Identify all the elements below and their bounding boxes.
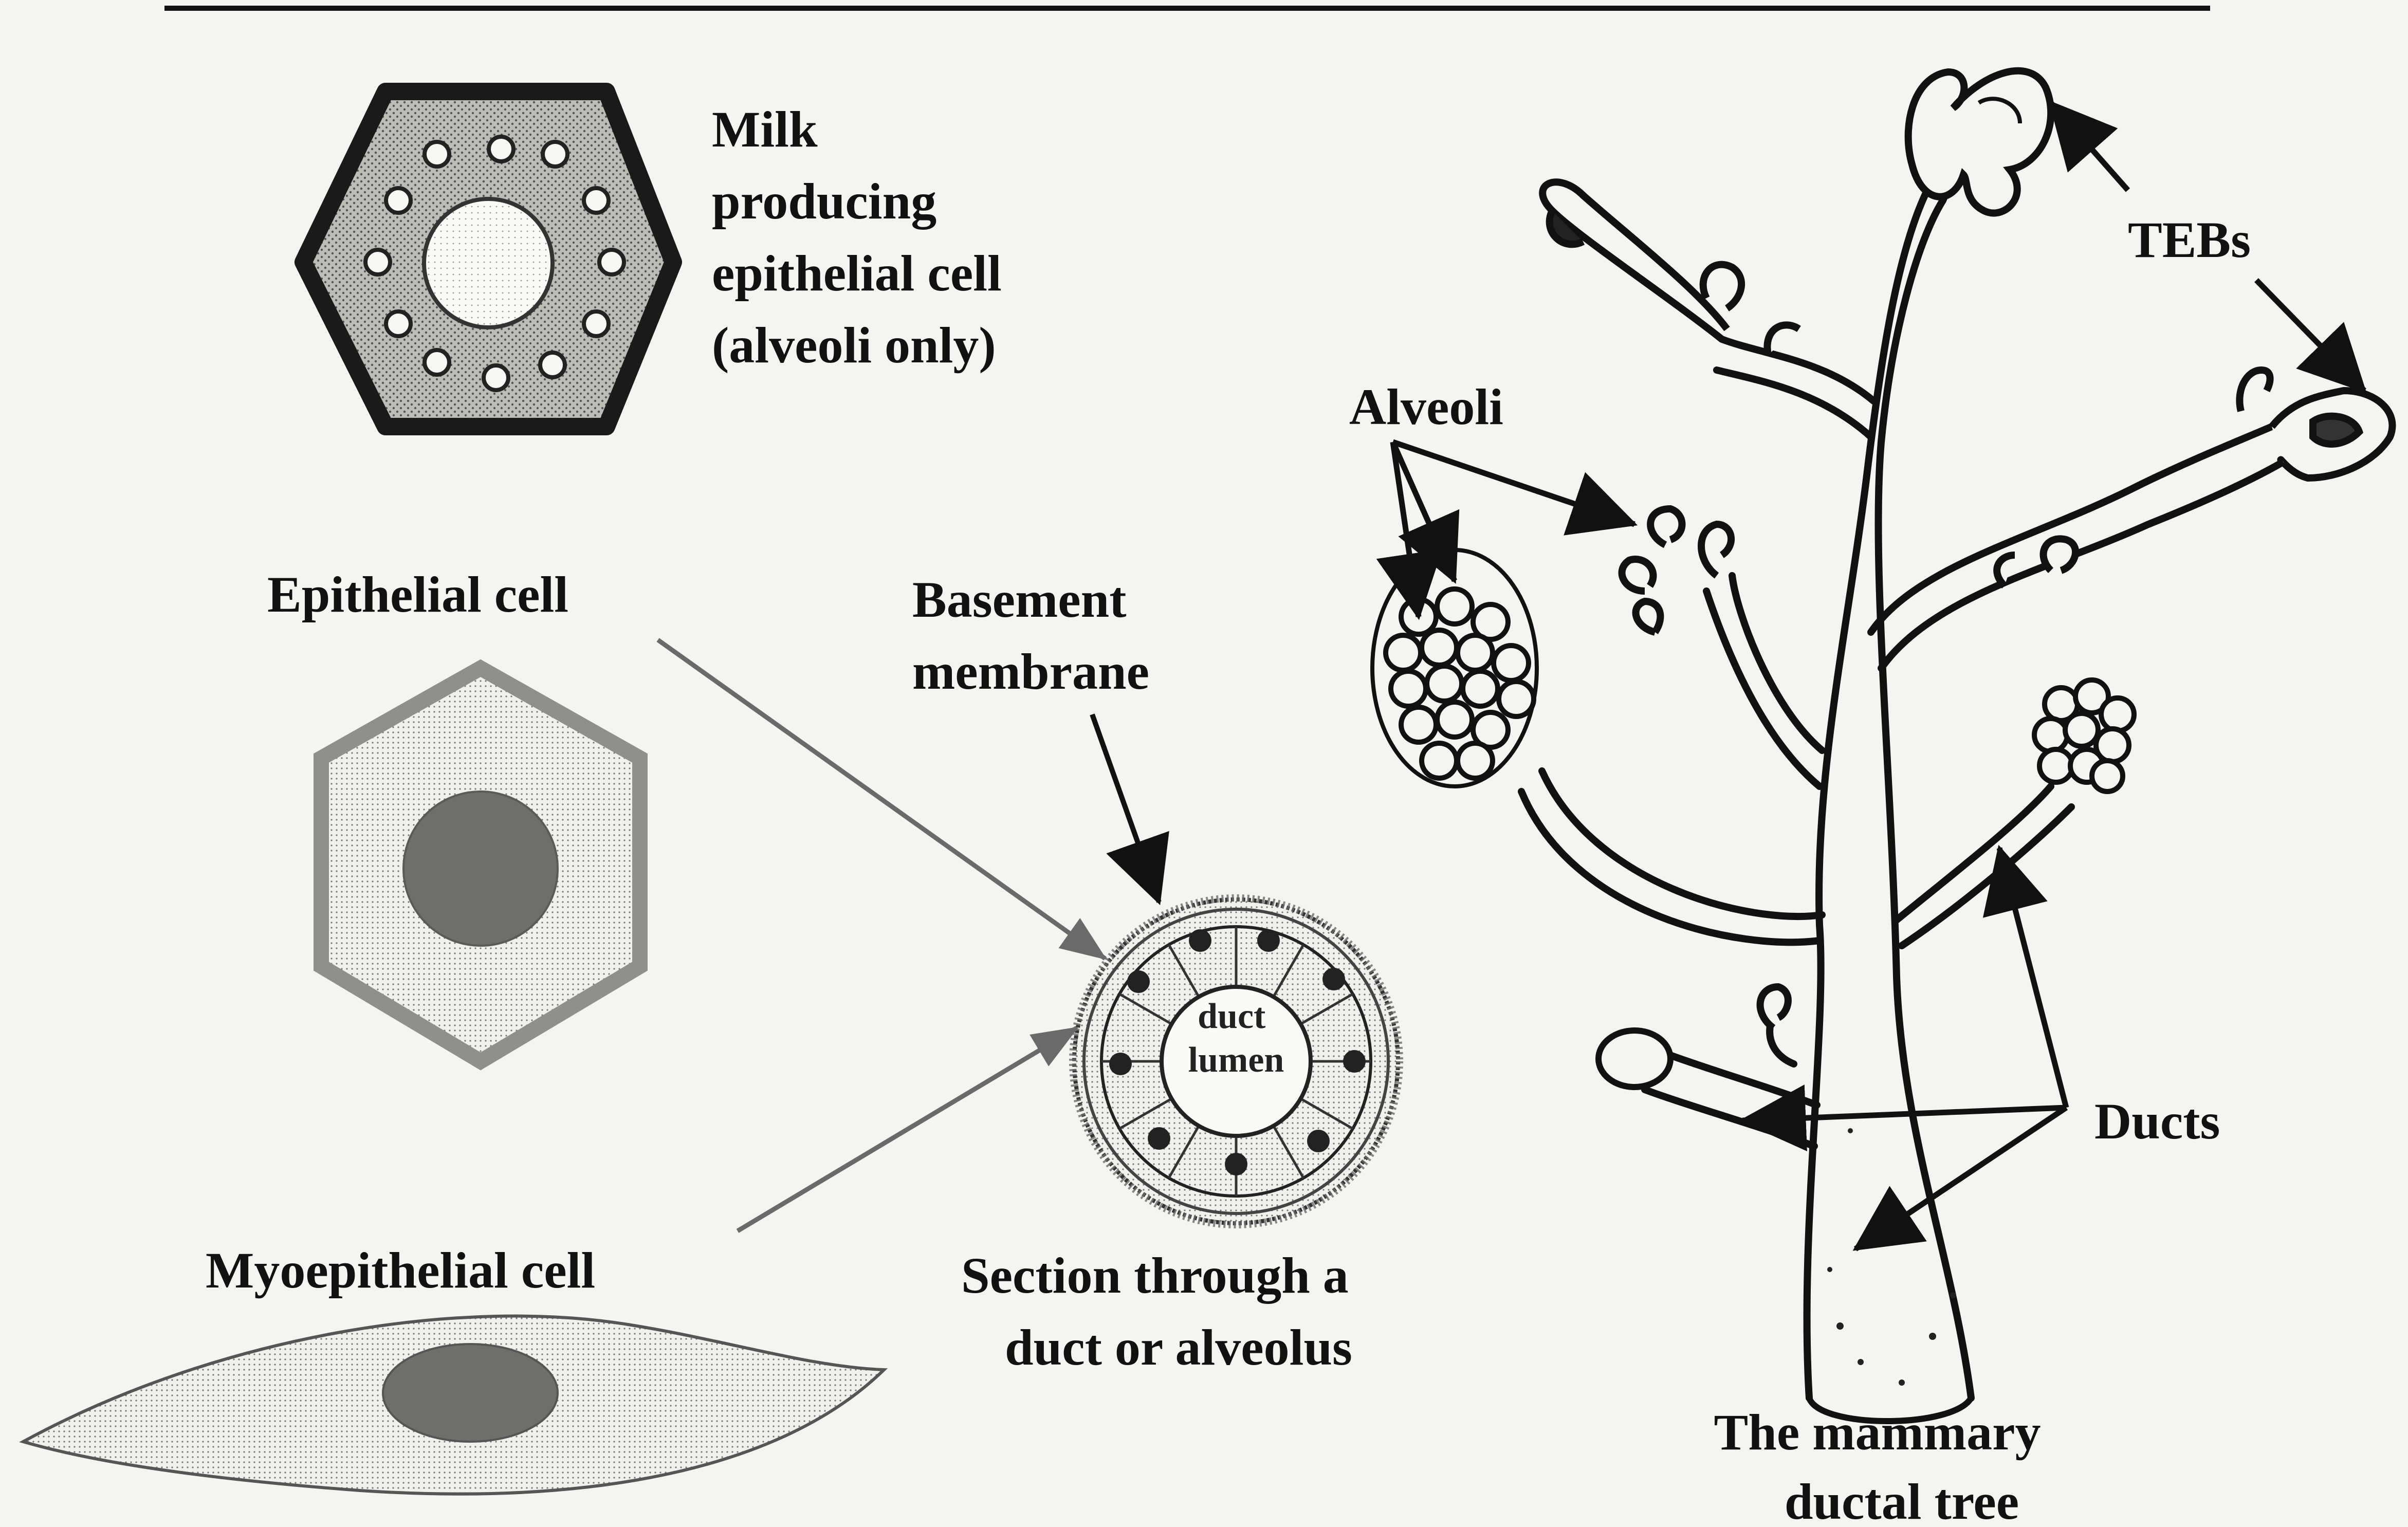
epithelial-cell-nucleus <box>403 792 558 946</box>
teb-upper-left-club <box>1542 182 1799 355</box>
milk-cell-nucleus <box>424 199 553 327</box>
teb-top <box>1908 71 2051 213</box>
tree-label: The mammary ductal tree <box>1714 1404 2054 1527</box>
tebs-label: TEBs <box>2128 211 2251 268</box>
arrow-alveoli-3 <box>1393 442 1634 524</box>
arrow-ducts-2 <box>1742 1108 2066 1120</box>
section-label: Section through a duct or alveolus <box>961 1247 1362 1376</box>
arrow-myoepithelial-cell <box>738 1028 1077 1231</box>
epithelial-cell-label: Epithelial cell <box>267 566 568 623</box>
mammary-ductal-tree <box>1521 108 2282 1421</box>
epithelial-cell <box>321 668 640 1061</box>
arrow-teb-top <box>2051 103 2128 190</box>
arrow-basement-membrane <box>1092 714 1159 902</box>
alveoli-cluster-right <box>2034 680 2134 792</box>
duct-stub-cap <box>1598 1031 1670 1087</box>
alveoli-label: Alveoli <box>1349 378 1503 435</box>
basement-membrane-label: Basement membrane <box>912 571 1149 700</box>
milk-producing-cell <box>303 91 673 427</box>
teb-lower-right <box>2239 370 2392 478</box>
arrow-ducts-3 <box>1855 1108 2066 1249</box>
alveoli-cluster-left <box>1372 550 1537 786</box>
milk-cell-label: Milk producing epithelial cell (alveoli … <box>712 101 1015 374</box>
myoepithelial-cell <box>23 1316 884 1494</box>
myoepithelial-cell-label: Myoepithelial cell <box>206 1242 595 1299</box>
arrow-ducts-1 <box>1999 848 2066 1108</box>
ducts-label: Ducts <box>2094 1093 2220 1150</box>
myoepithelial-cell-nucleus <box>383 1344 558 1442</box>
trunk-stipple <box>1827 1128 1956 1386</box>
